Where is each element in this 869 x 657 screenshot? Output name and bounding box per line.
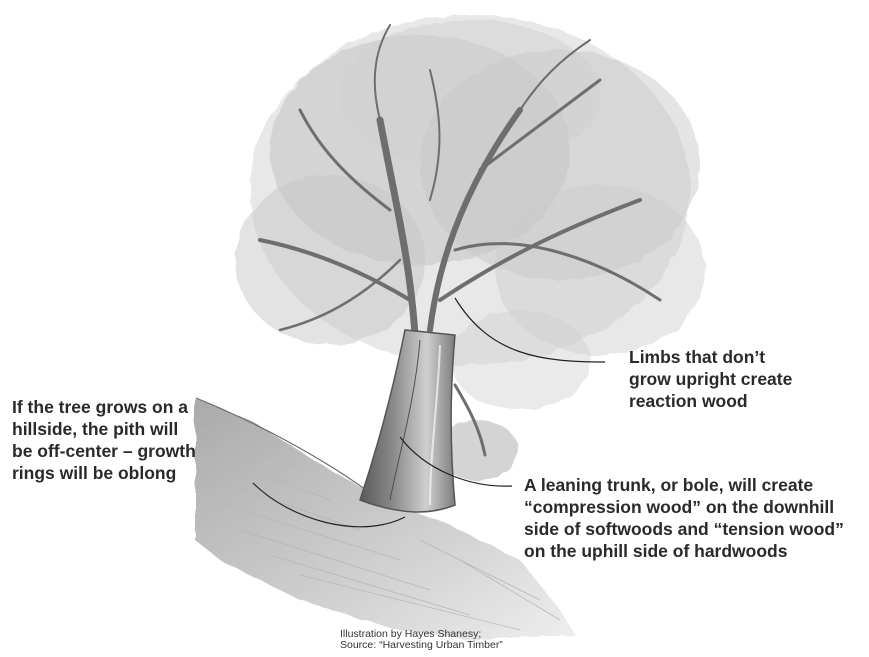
annotation-trunk-line: on the uphill side of hardwoods xyxy=(524,540,844,562)
annotation-hillside-line: If the tree grows on a xyxy=(12,396,196,418)
annotation-hillside-line: rings will be oblong xyxy=(12,462,196,484)
tree-trunk xyxy=(360,330,455,512)
annotation-limbs-line: reaction wood xyxy=(629,390,792,412)
annotation-limbs: Limbs that don’t grow upright create rea… xyxy=(629,346,792,412)
annotation-limbs-line: Limbs that don’t xyxy=(629,346,792,368)
annotation-trunk-line: “compression wood” on the downhill xyxy=(524,496,844,518)
annotation-hillside: If the tree grows on a hillside, the pit… xyxy=(12,396,196,484)
annotation-hillside-line: be off-center – growth xyxy=(12,440,196,462)
annotation-limbs-line: grow upright create xyxy=(629,368,792,390)
illustration-credit: Illustration by Hayes Shanesy; Source: “… xyxy=(340,629,503,651)
credit-line: Source: “Harvesting Urban Timber” xyxy=(340,640,503,651)
annotation-trunk-line: A leaning trunk, or bole, will create xyxy=(524,474,844,496)
annotation-trunk: A leaning trunk, or bole, will create “c… xyxy=(524,474,844,562)
annotation-trunk-line: side of softwoods and “tension wood” xyxy=(524,518,844,540)
annotation-hillside-line: hillside, the pith will xyxy=(12,418,196,440)
